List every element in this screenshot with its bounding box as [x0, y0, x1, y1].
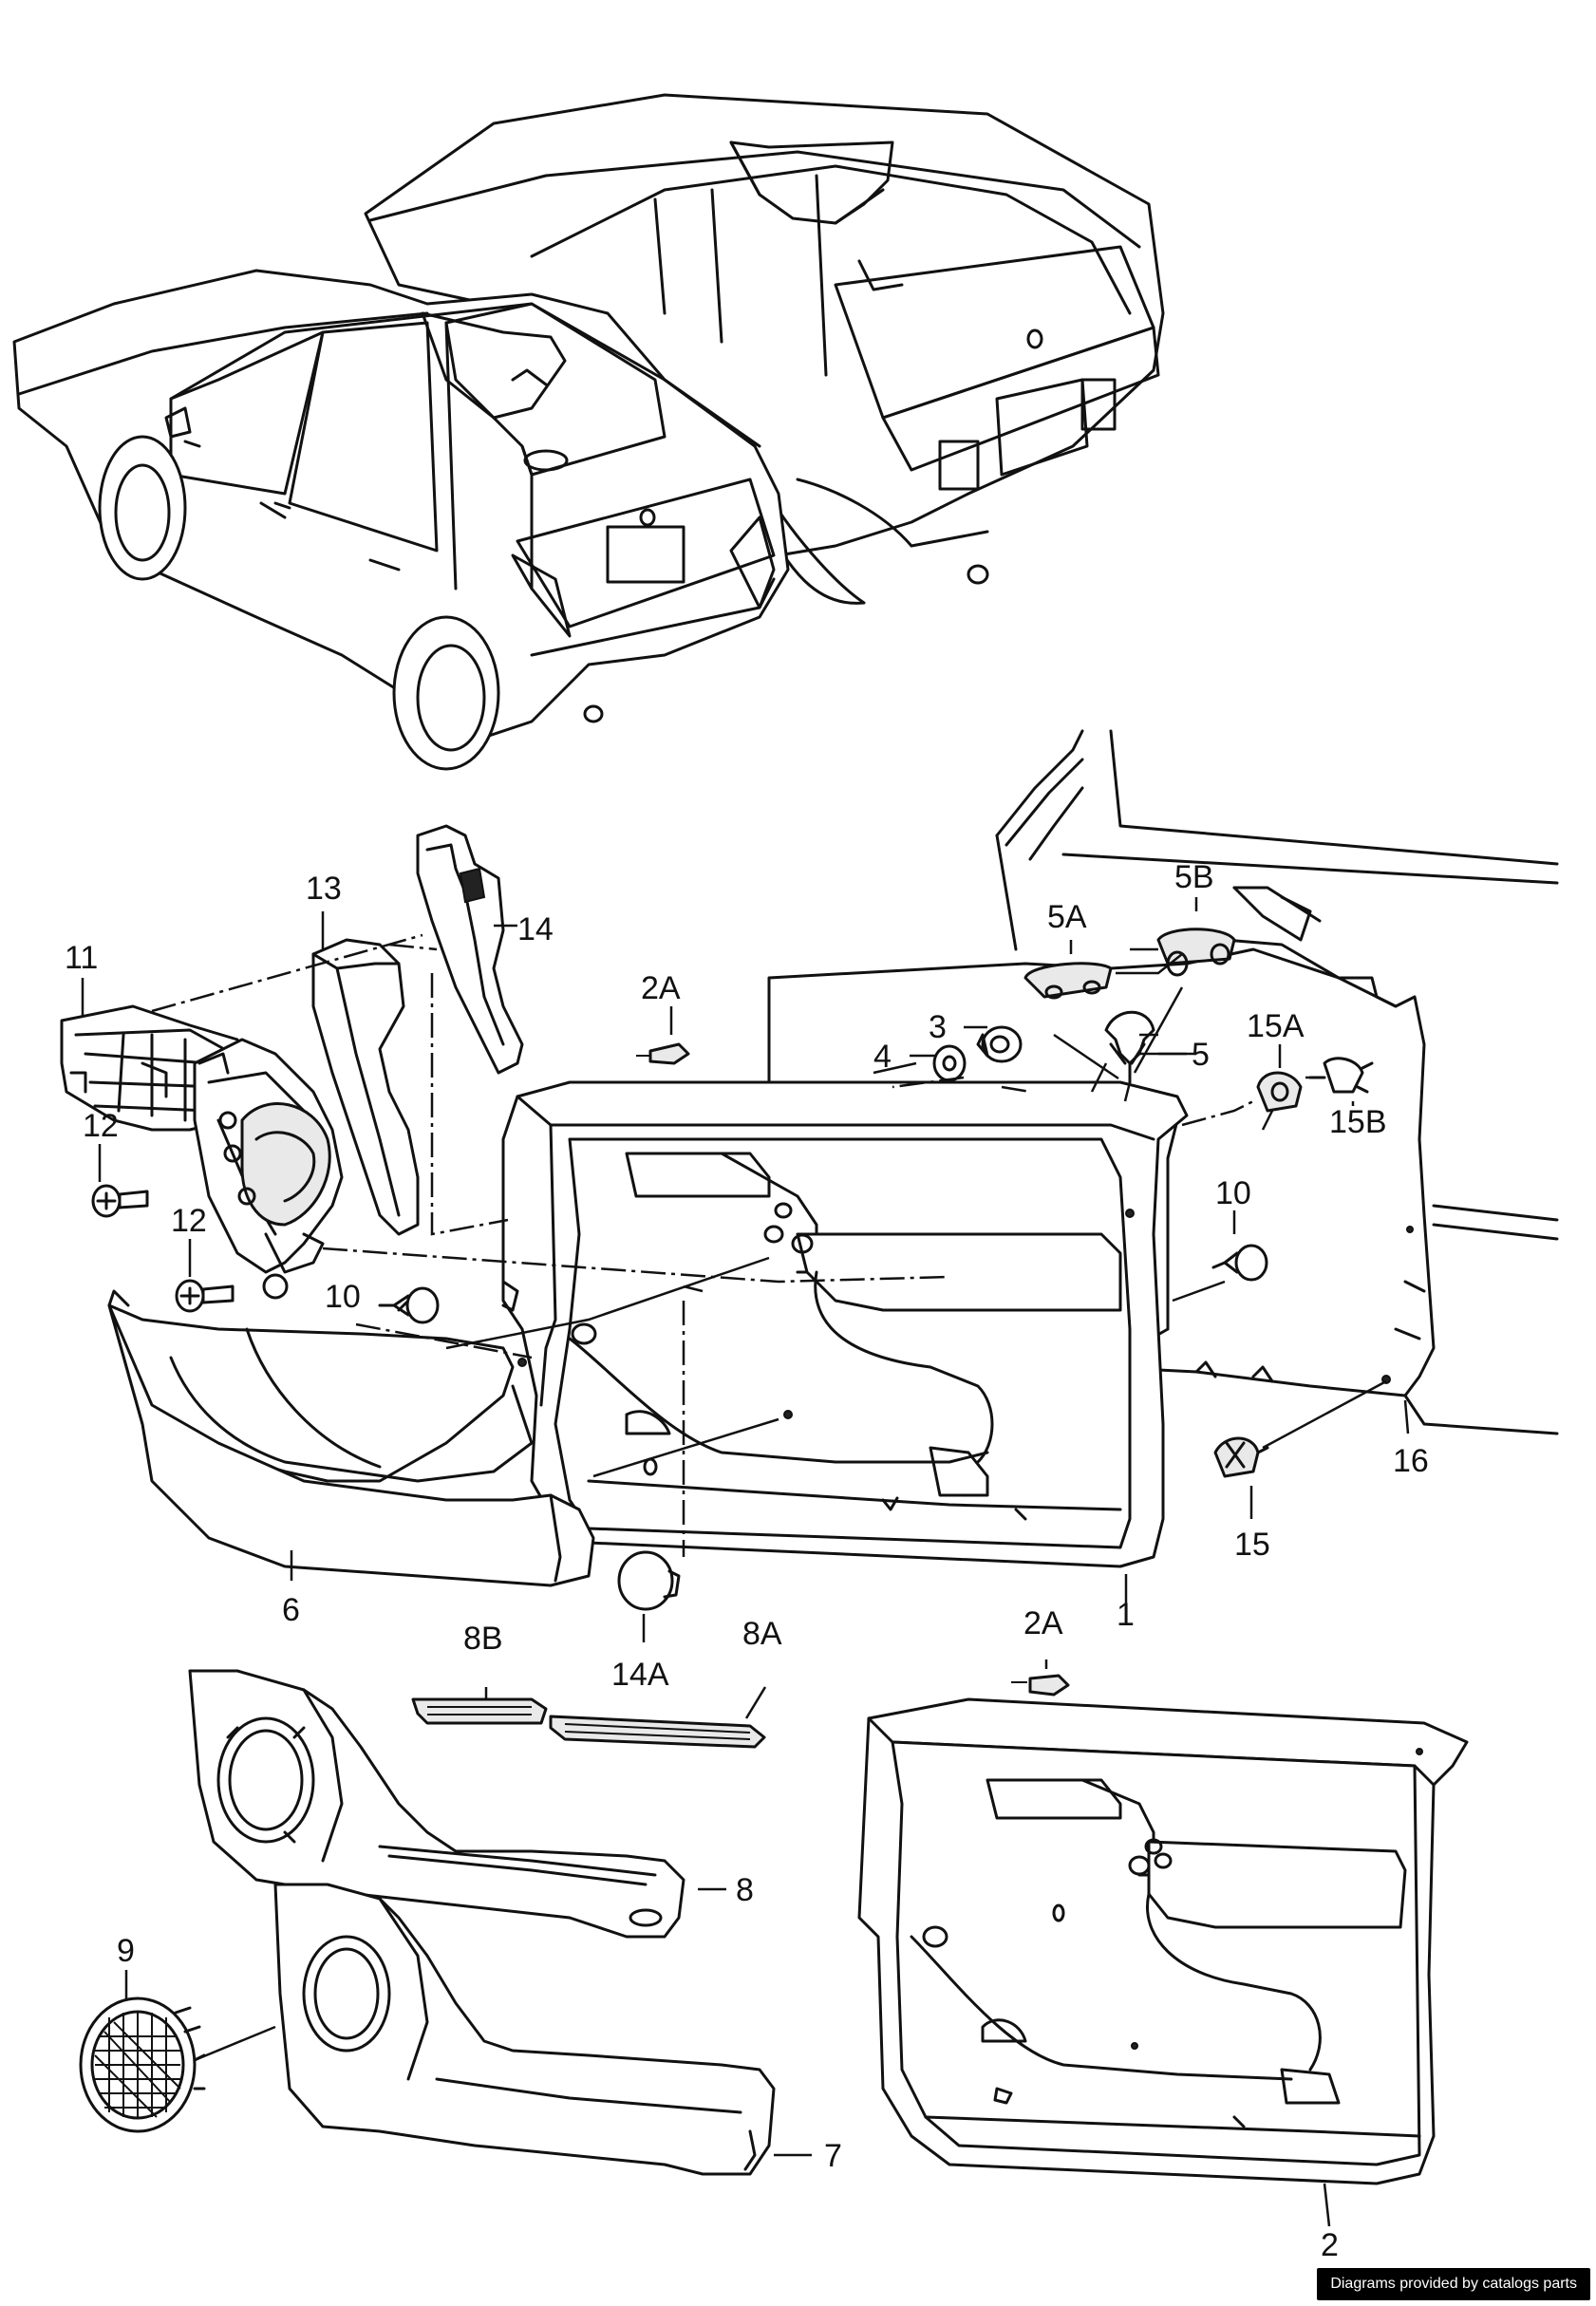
trim-strip-14	[416, 824, 524, 1075]
clip-5	[1104, 1010, 1155, 1084]
clip-2A-bottom	[1011, 1674, 1070, 1697]
callout-10-right: 10	[1215, 1175, 1251, 1211]
hatchback-illustration	[12, 269, 790, 771]
callout-15A: 15A	[1247, 1008, 1305, 1044]
washer-4	[932, 1044, 967, 1082]
cap-14A	[617, 1550, 681, 1611]
callout-13: 13	[306, 871, 342, 907]
callout-15: 15	[1234, 1527, 1270, 1563]
clip-2A-top	[636, 1042, 690, 1065]
clip-5A	[1023, 962, 1113, 1000]
callout-11: 11	[65, 940, 98, 976]
fastener-10-right	[1211, 1244, 1268, 1282]
callout-5A: 5A	[1047, 899, 1087, 935]
callout-2: 2	[1321, 2227, 1339, 2263]
clip-15A	[1256, 1071, 1303, 1113]
callout-1: 1	[1117, 1597, 1135, 1633]
fastener-10-left	[378, 1286, 440, 1324]
screw-12-top	[91, 1184, 149, 1218]
callout-8A: 8A	[742, 1616, 782, 1652]
callout-14A: 14A	[611, 1657, 669, 1693]
callout-15B: 15B	[1329, 1104, 1387, 1140]
clip-5B	[1156, 928, 1236, 977]
leader-lines	[194, 947, 1387, 2062]
armrest-panel-6	[107, 1289, 595, 1587]
callout-ticks	[81, 897, 1410, 2227]
callout-5B: 5B	[1174, 859, 1214, 895]
callout-14: 14	[517, 911, 554, 947]
callout-8: 8	[736, 1872, 754, 1908]
speaker-panel-7	[273, 1883, 776, 2176]
assembly-lines	[151, 933, 1320, 1557]
callout-6: 6	[282, 1592, 300, 1628]
credit-badge: Diagrams provided by catalogs parts	[1317, 2268, 1590, 2300]
callout-5: 5	[1192, 1037, 1210, 1073]
speaker-grille-9	[79, 1997, 206, 2133]
callout-4: 4	[873, 1039, 892, 1075]
callout-12-bottom: 12	[171, 1203, 207, 1239]
callout-10-left: 10	[325, 1279, 361, 1315]
callout-3: 3	[929, 1009, 947, 1045]
grille-strip-8A	[549, 1715, 766, 1749]
callout-7: 7	[824, 2138, 842, 2174]
callout-2A-bottom: 2A	[1023, 1605, 1063, 1641]
callout-2A-top: 2A	[641, 970, 681, 1006]
clip-15	[1213, 1436, 1269, 1478]
screw-12-bottom	[175, 1279, 235, 1313]
fastener-3	[976, 1025, 1023, 1063]
door-handle-assembly	[193, 1038, 344, 1300]
callout-16: 16	[1393, 1443, 1429, 1479]
callout-9: 9	[117, 1933, 135, 1969]
callout-8B: 8B	[463, 1621, 503, 1657]
door-trim-panel-1	[501, 1080, 1189, 1568]
grille-strip-8B	[411, 1697, 548, 1725]
door-trim-panel-2	[857, 1697, 1469, 2185]
callout-12-top: 12	[83, 1108, 119, 1144]
